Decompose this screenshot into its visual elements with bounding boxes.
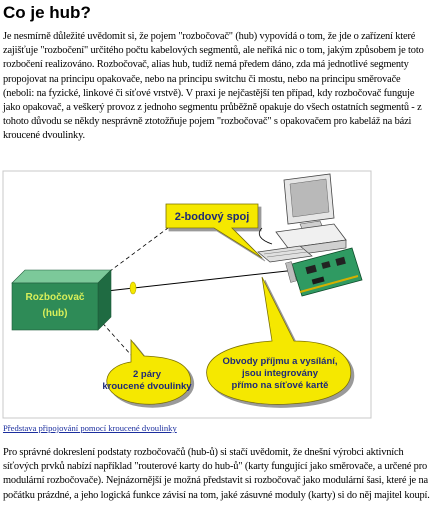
callout-network-card	[206, 276, 352, 405]
callout-right-line3: přímo na síťové kartě	[232, 380, 329, 391]
page-title: Co je hub?	[3, 3, 91, 22]
intro-paragraph: Je nesmírně důležité uvědomit si, že poj…	[3, 31, 424, 142]
network-diagram: Rozbočovač (hub) 2-bodový spoj 2 páry kr…	[2, 170, 372, 419]
computer-icon	[257, 173, 347, 263]
hub-label-line2: (hub)	[43, 308, 68, 319]
callout-point-to-point	[165, 203, 263, 259]
network-card-icon	[285, 247, 363, 297]
callout-right-line2: jsou integrovány	[241, 368, 319, 379]
second-paragraph: Pro správné dokreslení podstaty rozbočov…	[3, 447, 430, 501]
callout-left-line2: kroucené dvoulinky	[102, 381, 192, 392]
callout-top-text: 2-bodový spoj	[175, 211, 250, 223]
callout-left-line1: 2 páry	[133, 369, 162, 380]
callout-right-line1: Obvody příjmu a vysílání,	[222, 356, 337, 367]
hub-box: Rozbočovač (hub)	[11, 269, 112, 331]
figure-caption-link[interactable]: Představa připojování pomocí kroucené dv…	[3, 423, 177, 433]
hub-label-line1: Rozbočovač	[26, 292, 85, 303]
callout-twisted-pair	[106, 338, 192, 405]
cable-marker	[129, 281, 137, 295]
